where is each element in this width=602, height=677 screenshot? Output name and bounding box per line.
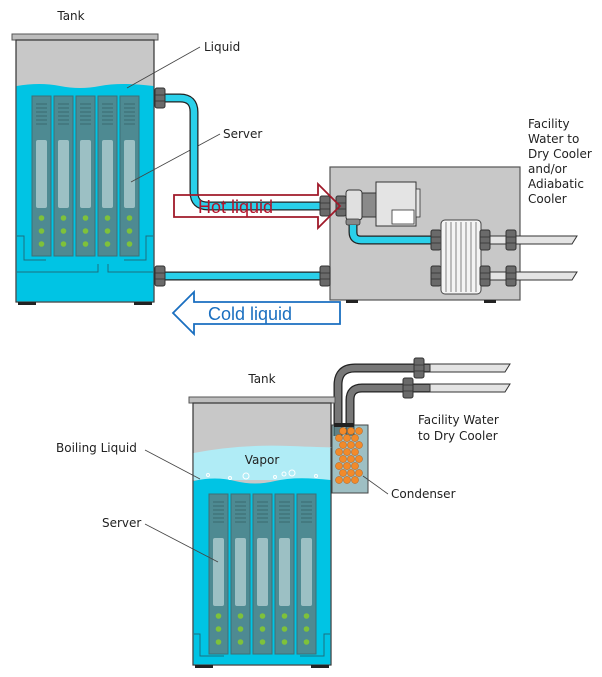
condenser-leader [362, 475, 389, 495]
bottom-server-4 [274, 493, 295, 655]
hot-pipe [160, 94, 330, 210]
boiling-liquid-label: Boiling Liquid [56, 441, 137, 455]
top-server-5 [119, 95, 140, 257]
bottom-server-3 [252, 493, 273, 655]
svg-text:Facility: Facility [528, 117, 570, 131]
cold-liquid-arrow: Cold liquid [171, 289, 341, 337]
top-server-3 [75, 95, 96, 257]
bottom-diagram: Tank [56, 357, 511, 668]
bottom-tank-lid [188, 396, 336, 404]
cdu-hot-inlet-nut [319, 195, 331, 217]
plate-heat-exchanger [440, 219, 482, 295]
svg-text:Dry Cooler: Dry Cooler [528, 147, 592, 161]
top-server-label: Server [223, 127, 262, 141]
top-server-leader [130, 133, 221, 183]
facility-pipe-upper [489, 235, 578, 245]
bottom-facility-label: Facility Water to Dry Cooler [418, 413, 499, 443]
bottom-server-leader [144, 523, 219, 563]
facility-pipe-lower [489, 271, 578, 281]
bottom-facility-pipe-lower [429, 383, 511, 393]
vapor-layer [193, 445, 332, 480]
top-tank-label: Tank [56, 9, 84, 23]
hot-liquid-arrow: Hot liquid [173, 181, 342, 231]
top-server-2 [53, 95, 74, 257]
bottom-server-5 [296, 493, 317, 655]
top-server-rack [31, 95, 140, 257]
cold-liquid-label: Cold liquid [208, 304, 292, 324]
hot-pipe-outline [160, 93, 330, 211]
bottom-server-2 [230, 493, 251, 655]
svg-text:and/or: and/or [528, 162, 567, 176]
condenser-label: Condenser [391, 487, 456, 501]
top-diagram: Tank Liquid Server [11, 9, 592, 337]
boiling-liquid-leader [144, 449, 201, 480]
cold-pipe-tank-nut [154, 265, 166, 287]
hot-liquid-label: Hot liquid [198, 197, 273, 217]
top-liquid-label: Liquid [204, 40, 240, 54]
svg-text:Adiabatic: Adiabatic [528, 177, 584, 191]
svg-text:Water to: Water to [528, 132, 579, 146]
bottom-tank-label: Tank [247, 372, 275, 386]
condenser: Condenser [331, 423, 456, 501]
top-facility-label: Facility Water to Dry Cooler and/or Adia… [528, 117, 592, 206]
top-server-1 [31, 95, 52, 257]
bottom-server-rack [208, 493, 317, 655]
svg-text:to Dry Cooler: to Dry Cooler [418, 429, 498, 443]
top-tank-foot-left [18, 302, 36, 305]
cdu-unit [319, 166, 521, 303]
hot-pipe-tank-nut [154, 87, 166, 109]
top-server-4 [97, 95, 118, 257]
bottom-server-label: Server [102, 516, 141, 530]
top-tank-lid [11, 33, 159, 41]
pump-to-hx-pipe [349, 225, 440, 244]
pump-coupling [345, 189, 363, 221]
top-liquid-leader [126, 46, 201, 89]
vapor-bubbles [206, 469, 318, 480]
bottom-facility-pipe-upper [429, 363, 511, 373]
condenser-pipes [333, 357, 511, 436]
svg-text:Cooler: Cooler [528, 192, 567, 206]
bottom-server-1 [208, 493, 229, 655]
cdu-cold-inlet-nut [319, 265, 331, 287]
svg-text:Facility Water: Facility Water [418, 413, 499, 427]
top-tank-foot-right [134, 302, 152, 305]
vapor-label: Vapor [245, 453, 280, 467]
